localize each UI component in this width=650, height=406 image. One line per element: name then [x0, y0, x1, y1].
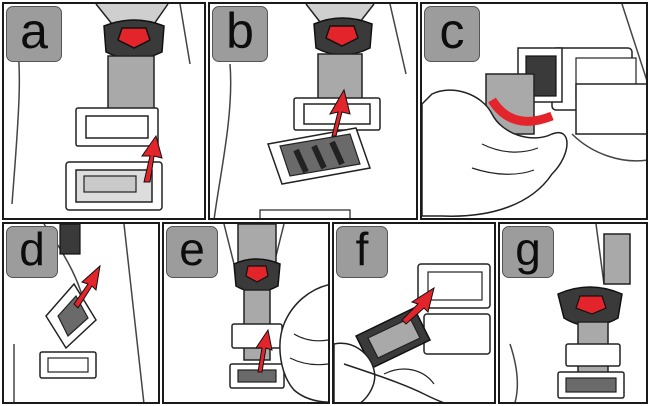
- step-label: f: [336, 226, 388, 278]
- panel-e: e: [162, 222, 330, 404]
- step-label: d: [6, 226, 58, 278]
- panel-b: b: [208, 2, 418, 220]
- panel-a: a: [2, 2, 206, 220]
- step-label: e: [166, 226, 218, 278]
- panel-d: d: [2, 222, 160, 404]
- step-label: a: [6, 6, 62, 62]
- step-label: g: [502, 226, 554, 278]
- panel-g: g: [498, 222, 648, 404]
- panel-f: f: [332, 222, 496, 404]
- panel-c: c: [420, 2, 648, 220]
- step-label: c: [424, 6, 480, 62]
- step-label: b: [212, 6, 268, 62]
